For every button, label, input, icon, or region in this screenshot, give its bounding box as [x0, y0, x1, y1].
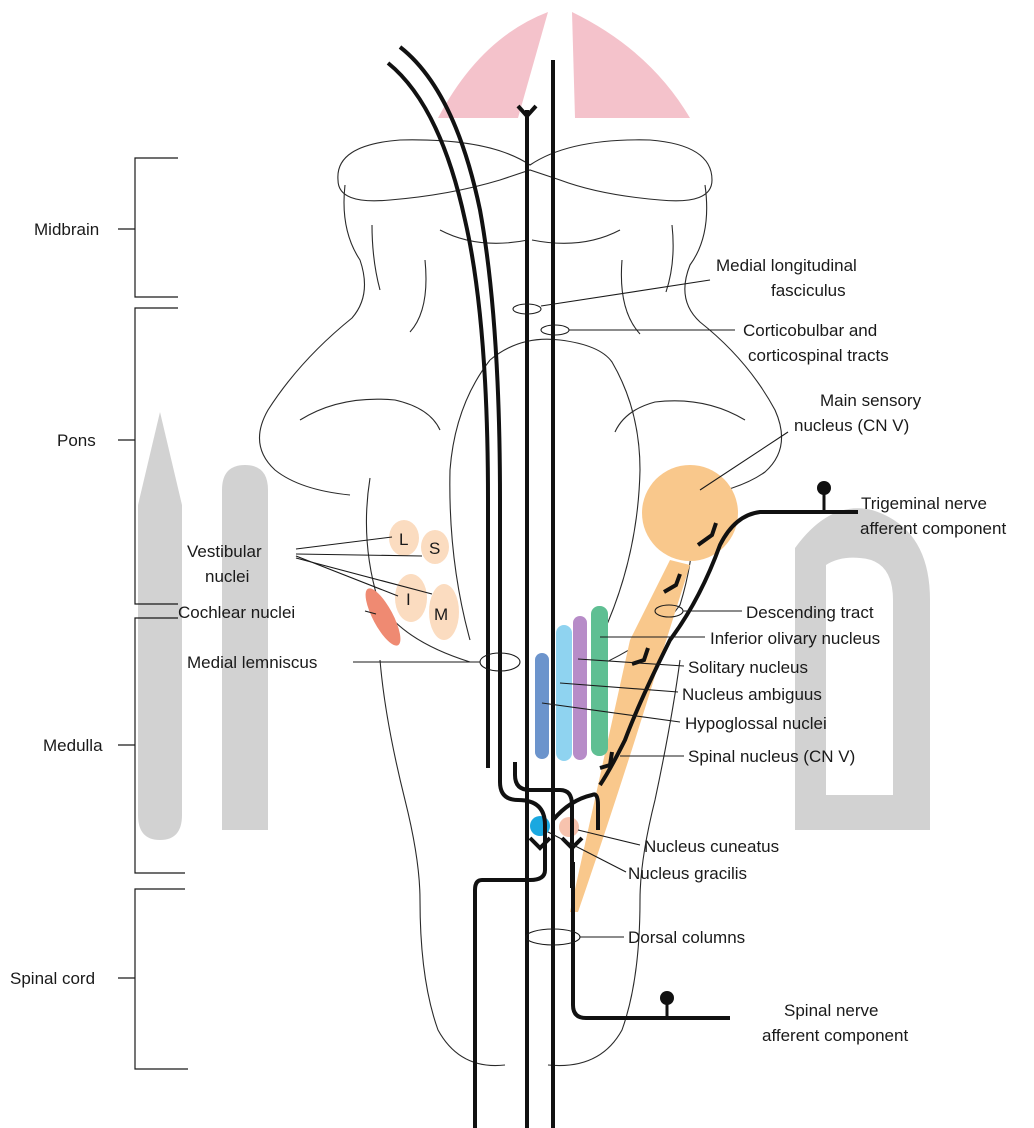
label-spinal-nucleus: Spinal nucleus (CN V)	[688, 747, 855, 766]
label-inferior-olivary: Inferior olivary nucleus	[710, 629, 880, 648]
vestibular-nuclei: L S I M	[389, 520, 459, 640]
label-cochlear: Cochlear nuclei	[178, 603, 295, 622]
vestibular-label-i: I	[406, 590, 411, 609]
label-spinal-nerve-2: afferent component	[762, 1026, 908, 1045]
label-spinal-nerve-1: Spinal nerve	[784, 1001, 879, 1020]
label-trigeminal-2: afferent component	[860, 519, 1006, 538]
label-gracilis: Nucleus gracilis	[628, 864, 747, 883]
label-spinal-cord: Spinal cord	[10, 969, 95, 988]
brainstem-outline	[259, 140, 781, 1066]
label-descending-tract: Descending tract	[746, 603, 874, 622]
label-pons: Pons	[57, 431, 96, 450]
label-mlf-1: Medial longitudinal	[716, 256, 857, 275]
spinal-ganglion	[660, 991, 674, 1018]
label-medial-lemniscus: Medial lemniscus	[187, 653, 317, 672]
tracts	[388, 47, 812, 1128]
vestibular-label-l: L	[399, 530, 408, 549]
label-medulla: Medulla	[43, 736, 103, 755]
label-trigeminal-1: Trigeminal nerve	[861, 494, 987, 513]
label-hypoglossal: Hypoglossal nuclei	[685, 714, 827, 733]
label-midbrain: Midbrain	[34, 220, 99, 239]
vestibular-label-s: S	[429, 539, 440, 558]
label-ambiguus: Nucleus ambiguus	[682, 685, 822, 704]
cortex-wedges	[438, 12, 690, 118]
watermark	[138, 412, 930, 840]
trigeminal-ganglion	[812, 481, 858, 512]
label-solitary: Solitary nucleus	[688, 658, 808, 677]
label-main-sensory-2: nucleus (CN V)	[794, 416, 909, 435]
vestibular-label-m: M	[434, 605, 448, 624]
label-vestibular-1: Vestibular	[187, 542, 262, 561]
label-cortico-1: Corticobulbar and	[743, 321, 877, 340]
label-mlf-2: fasciculus	[771, 281, 846, 300]
nucleus-cuneatus-dot	[559, 817, 579, 837]
label-cuneatus: Nucleus cuneatus	[644, 837, 779, 856]
label-cortico-2: corticospinal tracts	[748, 346, 889, 365]
label-vestibular-2: nuclei	[205, 567, 249, 586]
label-main-sensory-1: Main sensory	[820, 391, 922, 410]
label-dorsal-columns: Dorsal columns	[628, 928, 745, 947]
